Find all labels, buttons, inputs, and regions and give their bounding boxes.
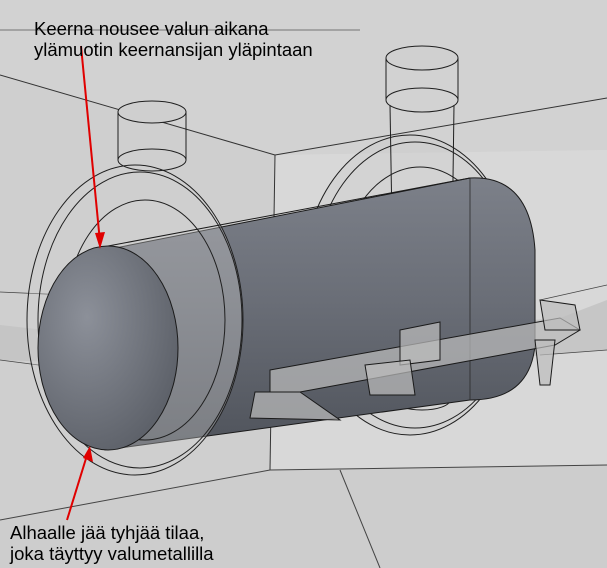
annotation-empty-space: Alhaalle jää tyhjää tilaa, joka täyttyy … xyxy=(10,522,214,564)
mold-face-lower xyxy=(0,465,607,568)
leader-arrows xyxy=(66,45,105,521)
arrow-bottom-head xyxy=(83,446,93,462)
arrow-bottom-line xyxy=(66,451,89,521)
core-top-shadow xyxy=(107,177,471,247)
core-end-cap xyxy=(37,245,179,451)
annotation-bottom-line1: Alhaalle jää tyhjää tilaa, xyxy=(10,522,205,543)
annotation-core-rises: Keerna nousee valun aikana ylämuotin kee… xyxy=(34,18,313,60)
annotation-top-line2: ylämuotin keernansijan yläpintaan xyxy=(34,39,313,60)
arrow-top-head xyxy=(95,232,105,249)
core-cylinder xyxy=(104,177,536,451)
arrow-top-line xyxy=(80,45,101,243)
annotation-top-line1: Keerna nousee valun aikana xyxy=(34,18,269,39)
left-riser xyxy=(117,100,187,172)
runner-channel xyxy=(249,299,581,421)
annotation-bottom-line2: joka täyttyy valumetallilla xyxy=(10,543,214,564)
